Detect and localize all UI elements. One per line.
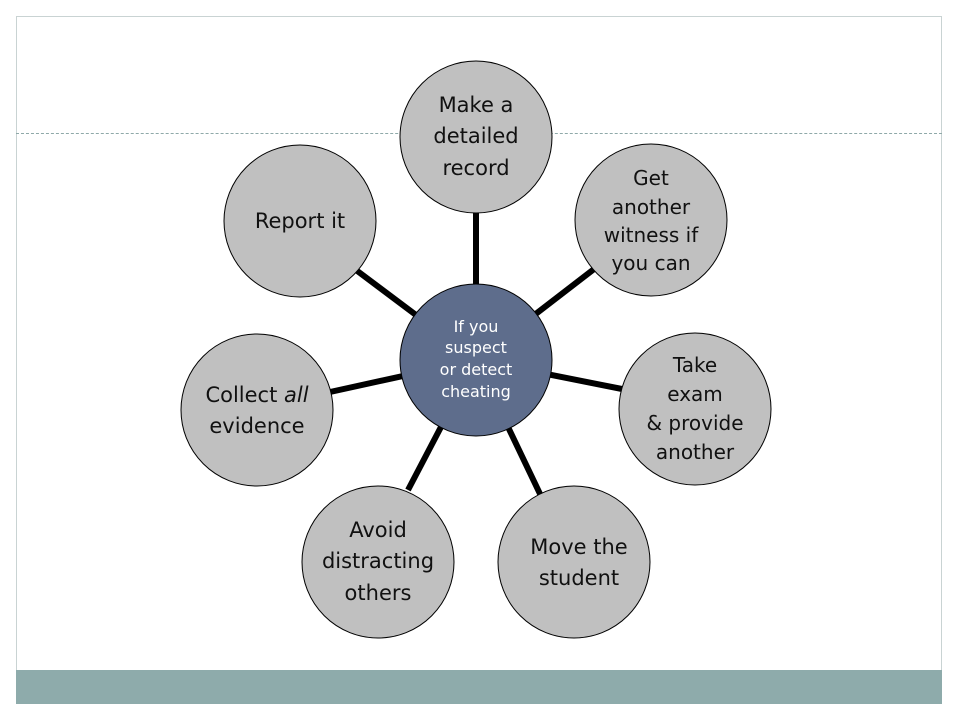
hub-circle: [399, 283, 553, 437]
footer-band: [16, 670, 942, 704]
node-record-circle: [399, 60, 553, 214]
node-witness-circle: [574, 143, 728, 297]
node-move-label: Move the student: [530, 534, 628, 591]
node-exam-circle: [618, 332, 772, 486]
node-exam-label: Take exam & provide another: [646, 353, 744, 464]
node-report-circle: [223, 144, 377, 298]
node-move-circle: [497, 485, 651, 639]
node-collect-line2: evidence: [209, 414, 305, 438]
node-collect-circle: [180, 333, 334, 487]
hub-label: If you suspect or detect cheating: [439, 316, 513, 401]
node-report-label: Report it: [254, 209, 346, 234]
node-witness-label: Get another witness if you can: [603, 166, 699, 276]
node-record-label: Make a detailed record: [433, 92, 519, 180]
node-collect-line1: Collect all: [205, 382, 309, 407]
node-avoid-label: Avoid distracting others: [321, 517, 435, 605]
node-collect-label: Collect all evidence: [182, 378, 332, 444]
node-collect-emphasis: all: [284, 382, 309, 407]
node-avoid-circle: [301, 485, 455, 639]
